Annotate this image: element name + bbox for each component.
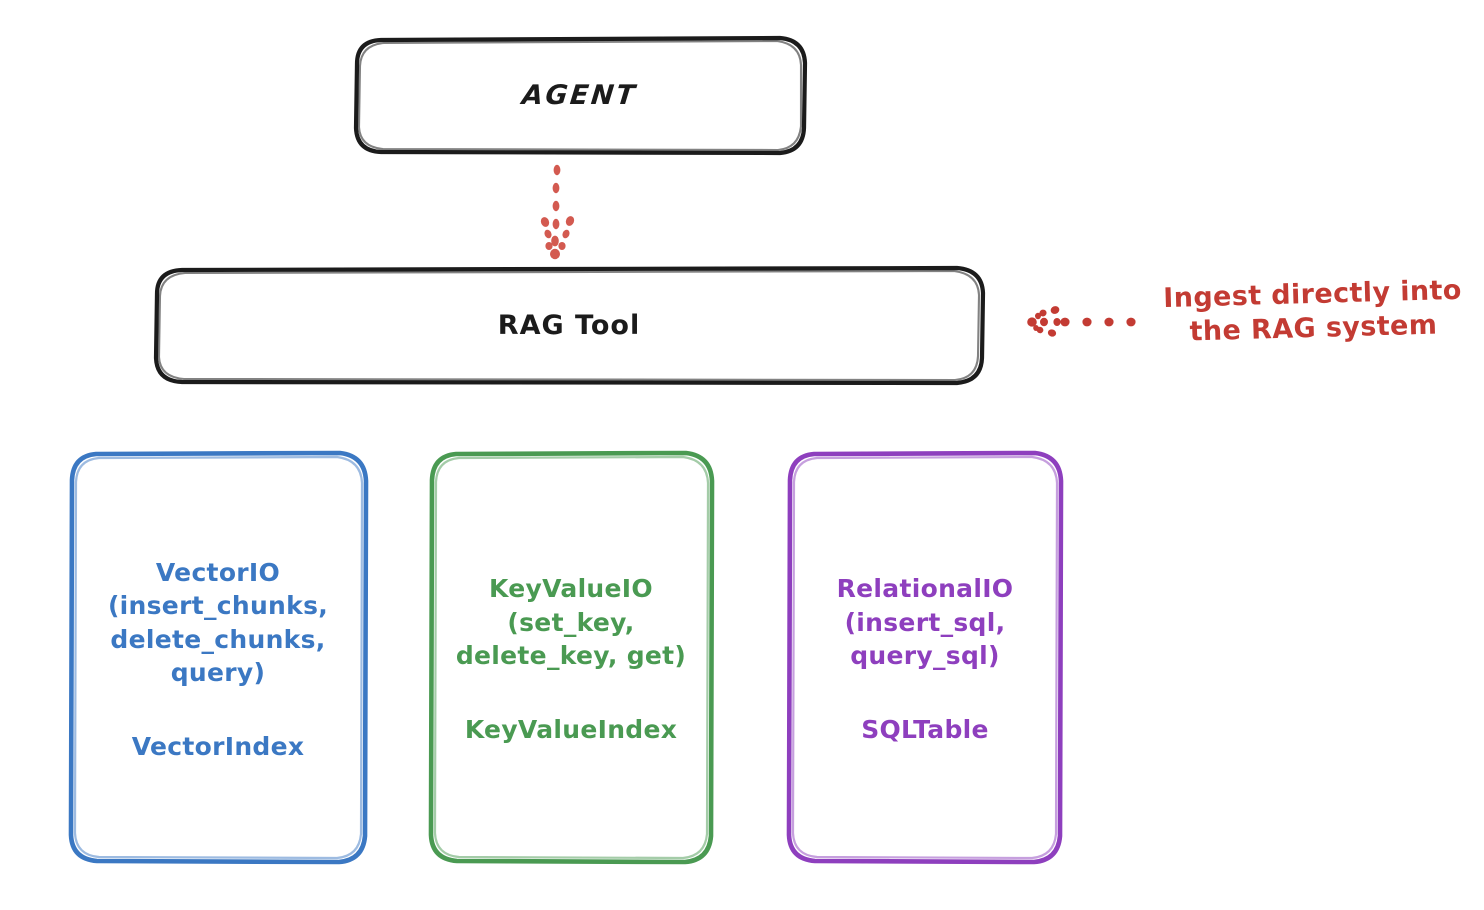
relational-io-label: RelationalIO (insert_sql, query_sql) <box>836 574 1014 671</box>
agent-node[interactable]: AGENT <box>355 38 805 154</box>
key-value-io-node[interactable]: KeyValueIO (set_key, delete_key, get) Ke… <box>430 453 712 863</box>
key-value-io-label: KeyValueIO (set_key, delete_key, get) <box>455 574 687 671</box>
rag-tool-label: RAG Tool <box>497 309 641 341</box>
rag-tool-box-outline <box>153 265 986 386</box>
agent-label: AGENT <box>520 79 640 111</box>
agent-box-outline <box>353 35 808 156</box>
sql-table-label: SQLTable <box>861 714 989 744</box>
vector-io-node[interactable]: VectorIO (insert_chunks, delete_chunks, … <box>70 453 366 863</box>
key-value-index-label: KeyValueIndex <box>464 714 678 744</box>
vector-io-box-outline <box>68 450 369 865</box>
rag-tool-node[interactable]: RAG Tool <box>155 268 983 384</box>
relational-io-node[interactable]: RelationalIO (insert_sql, query_sql) SQL… <box>789 453 1061 863</box>
ingest-annotation-text: Ingest directly into the RAG system <box>1162 274 1463 348</box>
vector-index-label: VectorIndex <box>131 731 305 761</box>
ingest-arrow <box>1027 306 1136 337</box>
key-value-io-box-outline <box>428 450 715 865</box>
vector-io-label: VectorIO (insert_chunks, delete_chunks, … <box>107 557 329 688</box>
relational-io-box-outline <box>786 450 1064 865</box>
agent-to-rag-tool-arrow <box>540 164 575 260</box>
